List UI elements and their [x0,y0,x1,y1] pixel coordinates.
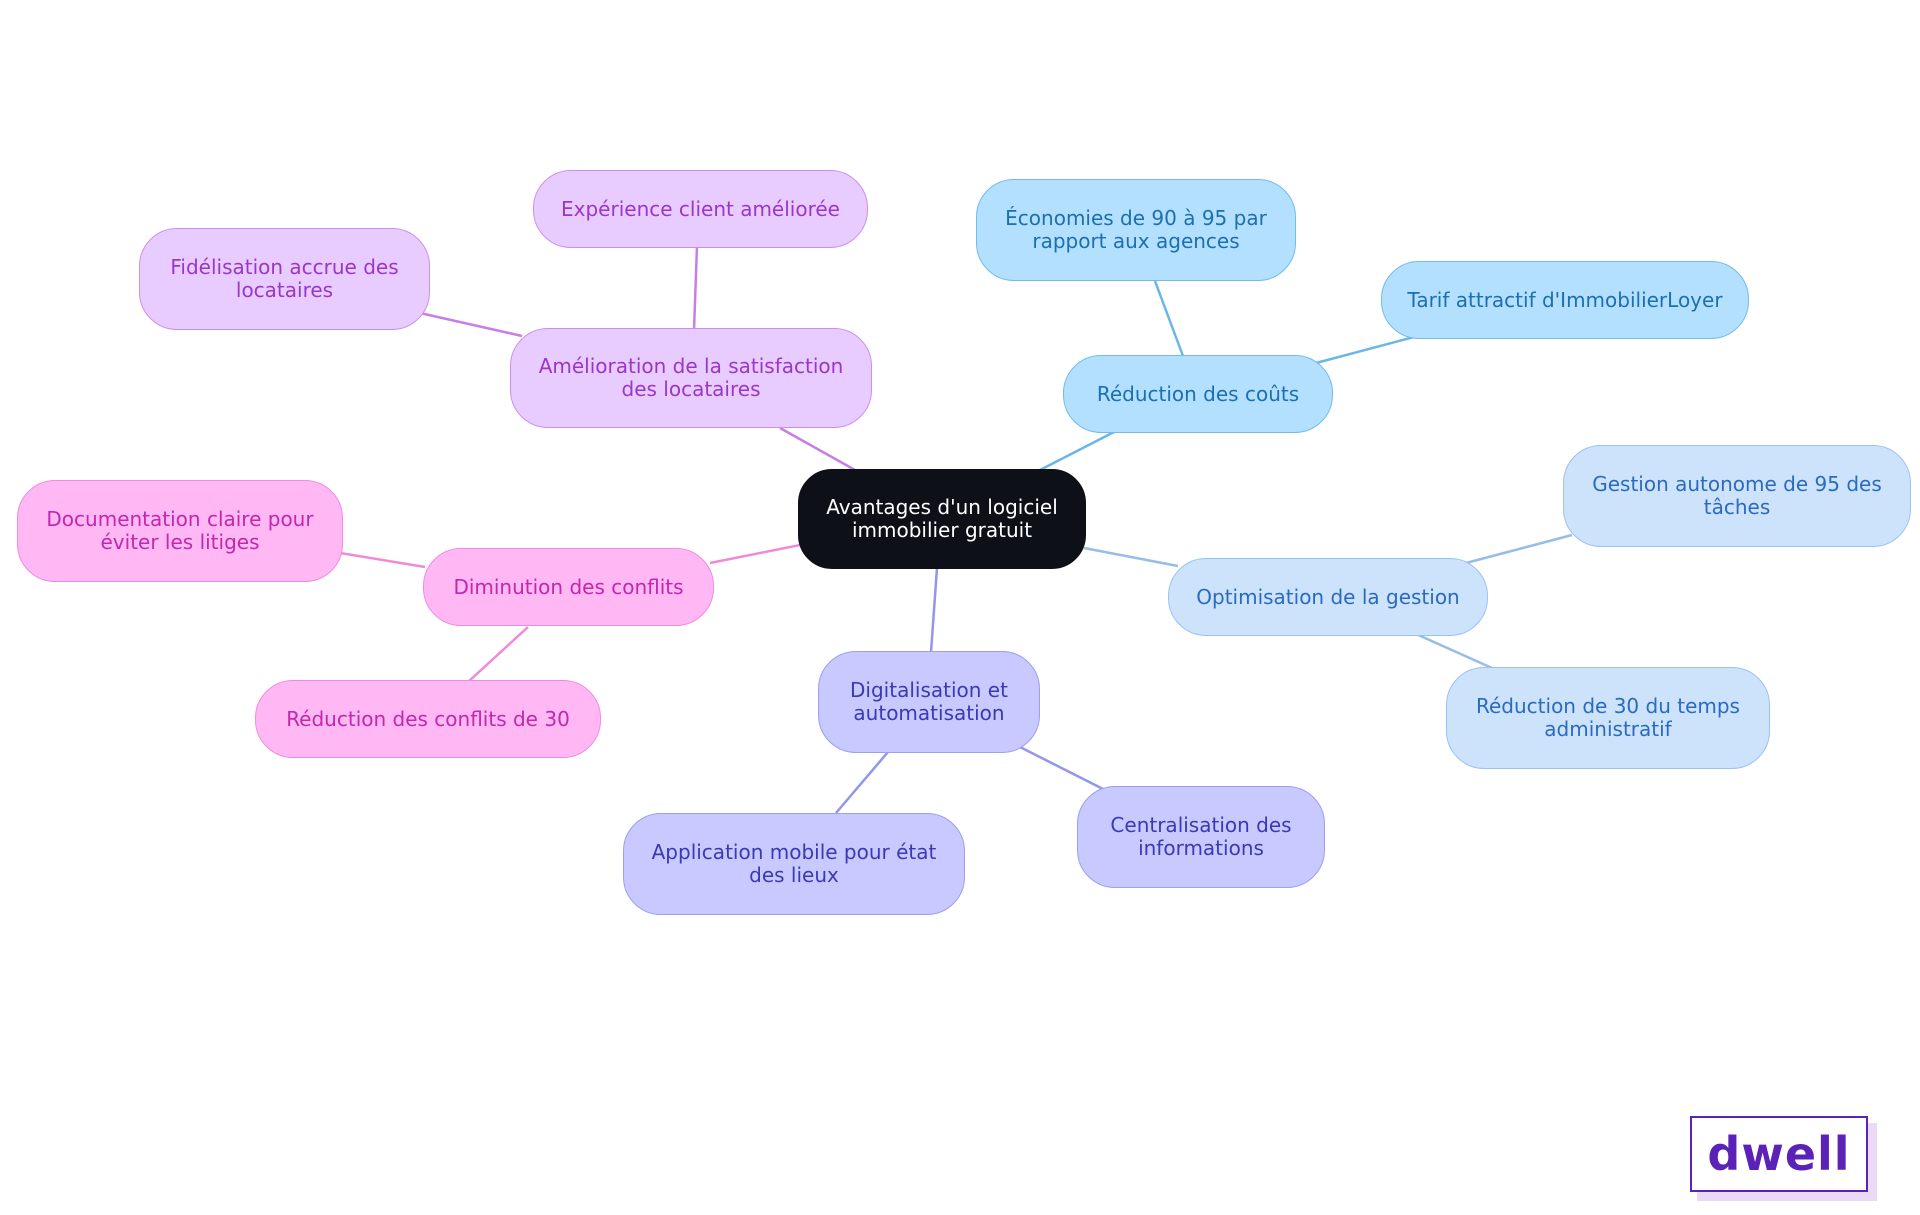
leaf-documentation[interactable]: Documentation claire pour éviter les lit… [17,480,343,582]
leaf-centralisation[interactable]: Centralisation des informations [1077,786,1325,888]
edge-conflits-reduction [467,626,529,683]
branch-digitalisation[interactable]: Digitalisation et automatisation [818,651,1040,753]
leaf-temps-administratif[interactable]: Réduction de 30 du temps administratif [1446,667,1770,769]
leaf-experience-client[interactable]: Expérience client améliorée [533,170,868,248]
edge-digital-mobile [835,751,889,814]
edge-satisfaction-fidelisation [419,311,523,338]
edge-center-satisfaction [779,426,856,472]
edge-digital-centralisation [1017,744,1106,792]
branch-satisfaction[interactable]: Amélioration de la satisfaction des loca… [510,328,872,428]
leaf-application-mobile[interactable]: Application mobile pour état des lieux [623,813,965,915]
edge-satisfaction-experience [692,245,699,331]
edge-couts-tarif [1315,335,1415,365]
leaf-gestion-autonome[interactable]: Gestion autonome de 95 des tâches [1563,445,1911,547]
central-topic[interactable]: Avantages d'un logiciel immobilier gratu… [798,469,1086,569]
leaf-economies[interactable]: Économies de 90 à 95 par rapport aux age… [976,179,1296,281]
edge-gestion-temps [1415,632,1493,670]
edge-conflits-documentation [339,551,426,569]
edge-couts-economies [1153,280,1185,357]
leaf-tarif-attractif[interactable]: Tarif attractif d'ImmobilierLoyer [1381,261,1749,339]
edge-center-digital [929,567,939,653]
edge-center-conflits [709,543,801,565]
branch-reduction-couts[interactable]: Réduction des coûts [1063,355,1333,433]
dwell-logo: dwell [1690,1116,1868,1192]
leaf-fidelisation[interactable]: Fidélisation accrue des locataires [139,228,430,330]
edge-center-gestion [1083,546,1179,568]
branch-diminution-conflits[interactable]: Diminution des conflits [423,548,714,626]
leaf-reduction-conflits[interactable]: Réduction des conflits de 30 [255,680,601,758]
branch-optimisation-gestion[interactable]: Optimisation de la gestion [1168,558,1488,636]
edge-center-couts [1039,429,1117,472]
edge-gestion-autonome [1465,533,1573,565]
